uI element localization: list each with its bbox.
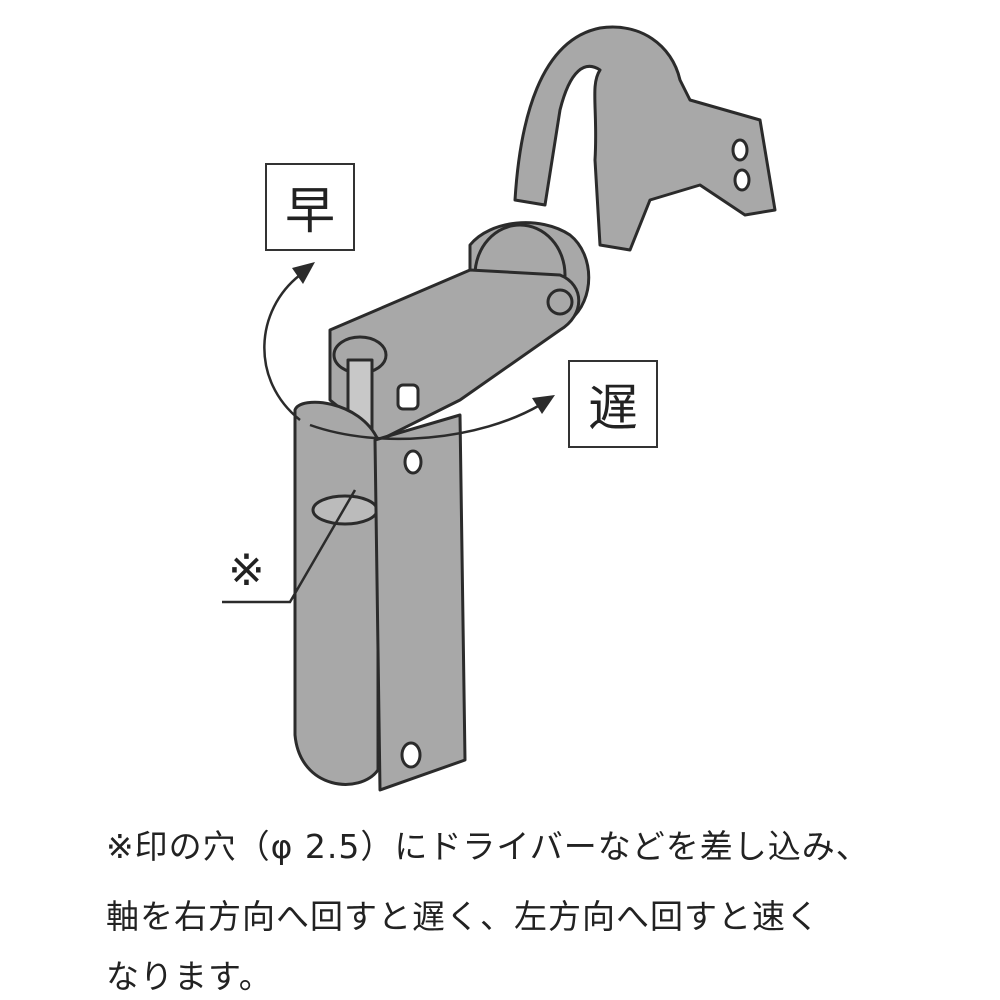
- hook-bracket: [513, 25, 777, 252]
- fast-arrow: [263, 274, 301, 421]
- cylinder-body: [293, 400, 380, 786]
- caption-line-2: 軸を右方向へ回すと遅く、左方向へ回すと速く: [106, 897, 820, 936]
- bracket-hole-top: [731, 138, 749, 162]
- fast-label: 早: [265, 163, 355, 251]
- caption-line-3: なります。: [106, 957, 273, 996]
- note-leader-line: [222, 489, 357, 604]
- plate-hole-top: [403, 449, 423, 475]
- bracket-hole-bottom: [733, 168, 751, 192]
- slow-label: 遅: [568, 360, 658, 448]
- plate-hole-bottom: [400, 741, 422, 769]
- arm-pivot: [546, 288, 574, 316]
- slow-arrow: [309, 403, 541, 441]
- side-plate: [373, 413, 467, 792]
- arm: [328, 268, 581, 442]
- note-mark: ※: [228, 545, 265, 596]
- caption-line-1: ※印の穴（φ 2.5）にドライバーなどを差し込み、: [106, 827, 870, 866]
